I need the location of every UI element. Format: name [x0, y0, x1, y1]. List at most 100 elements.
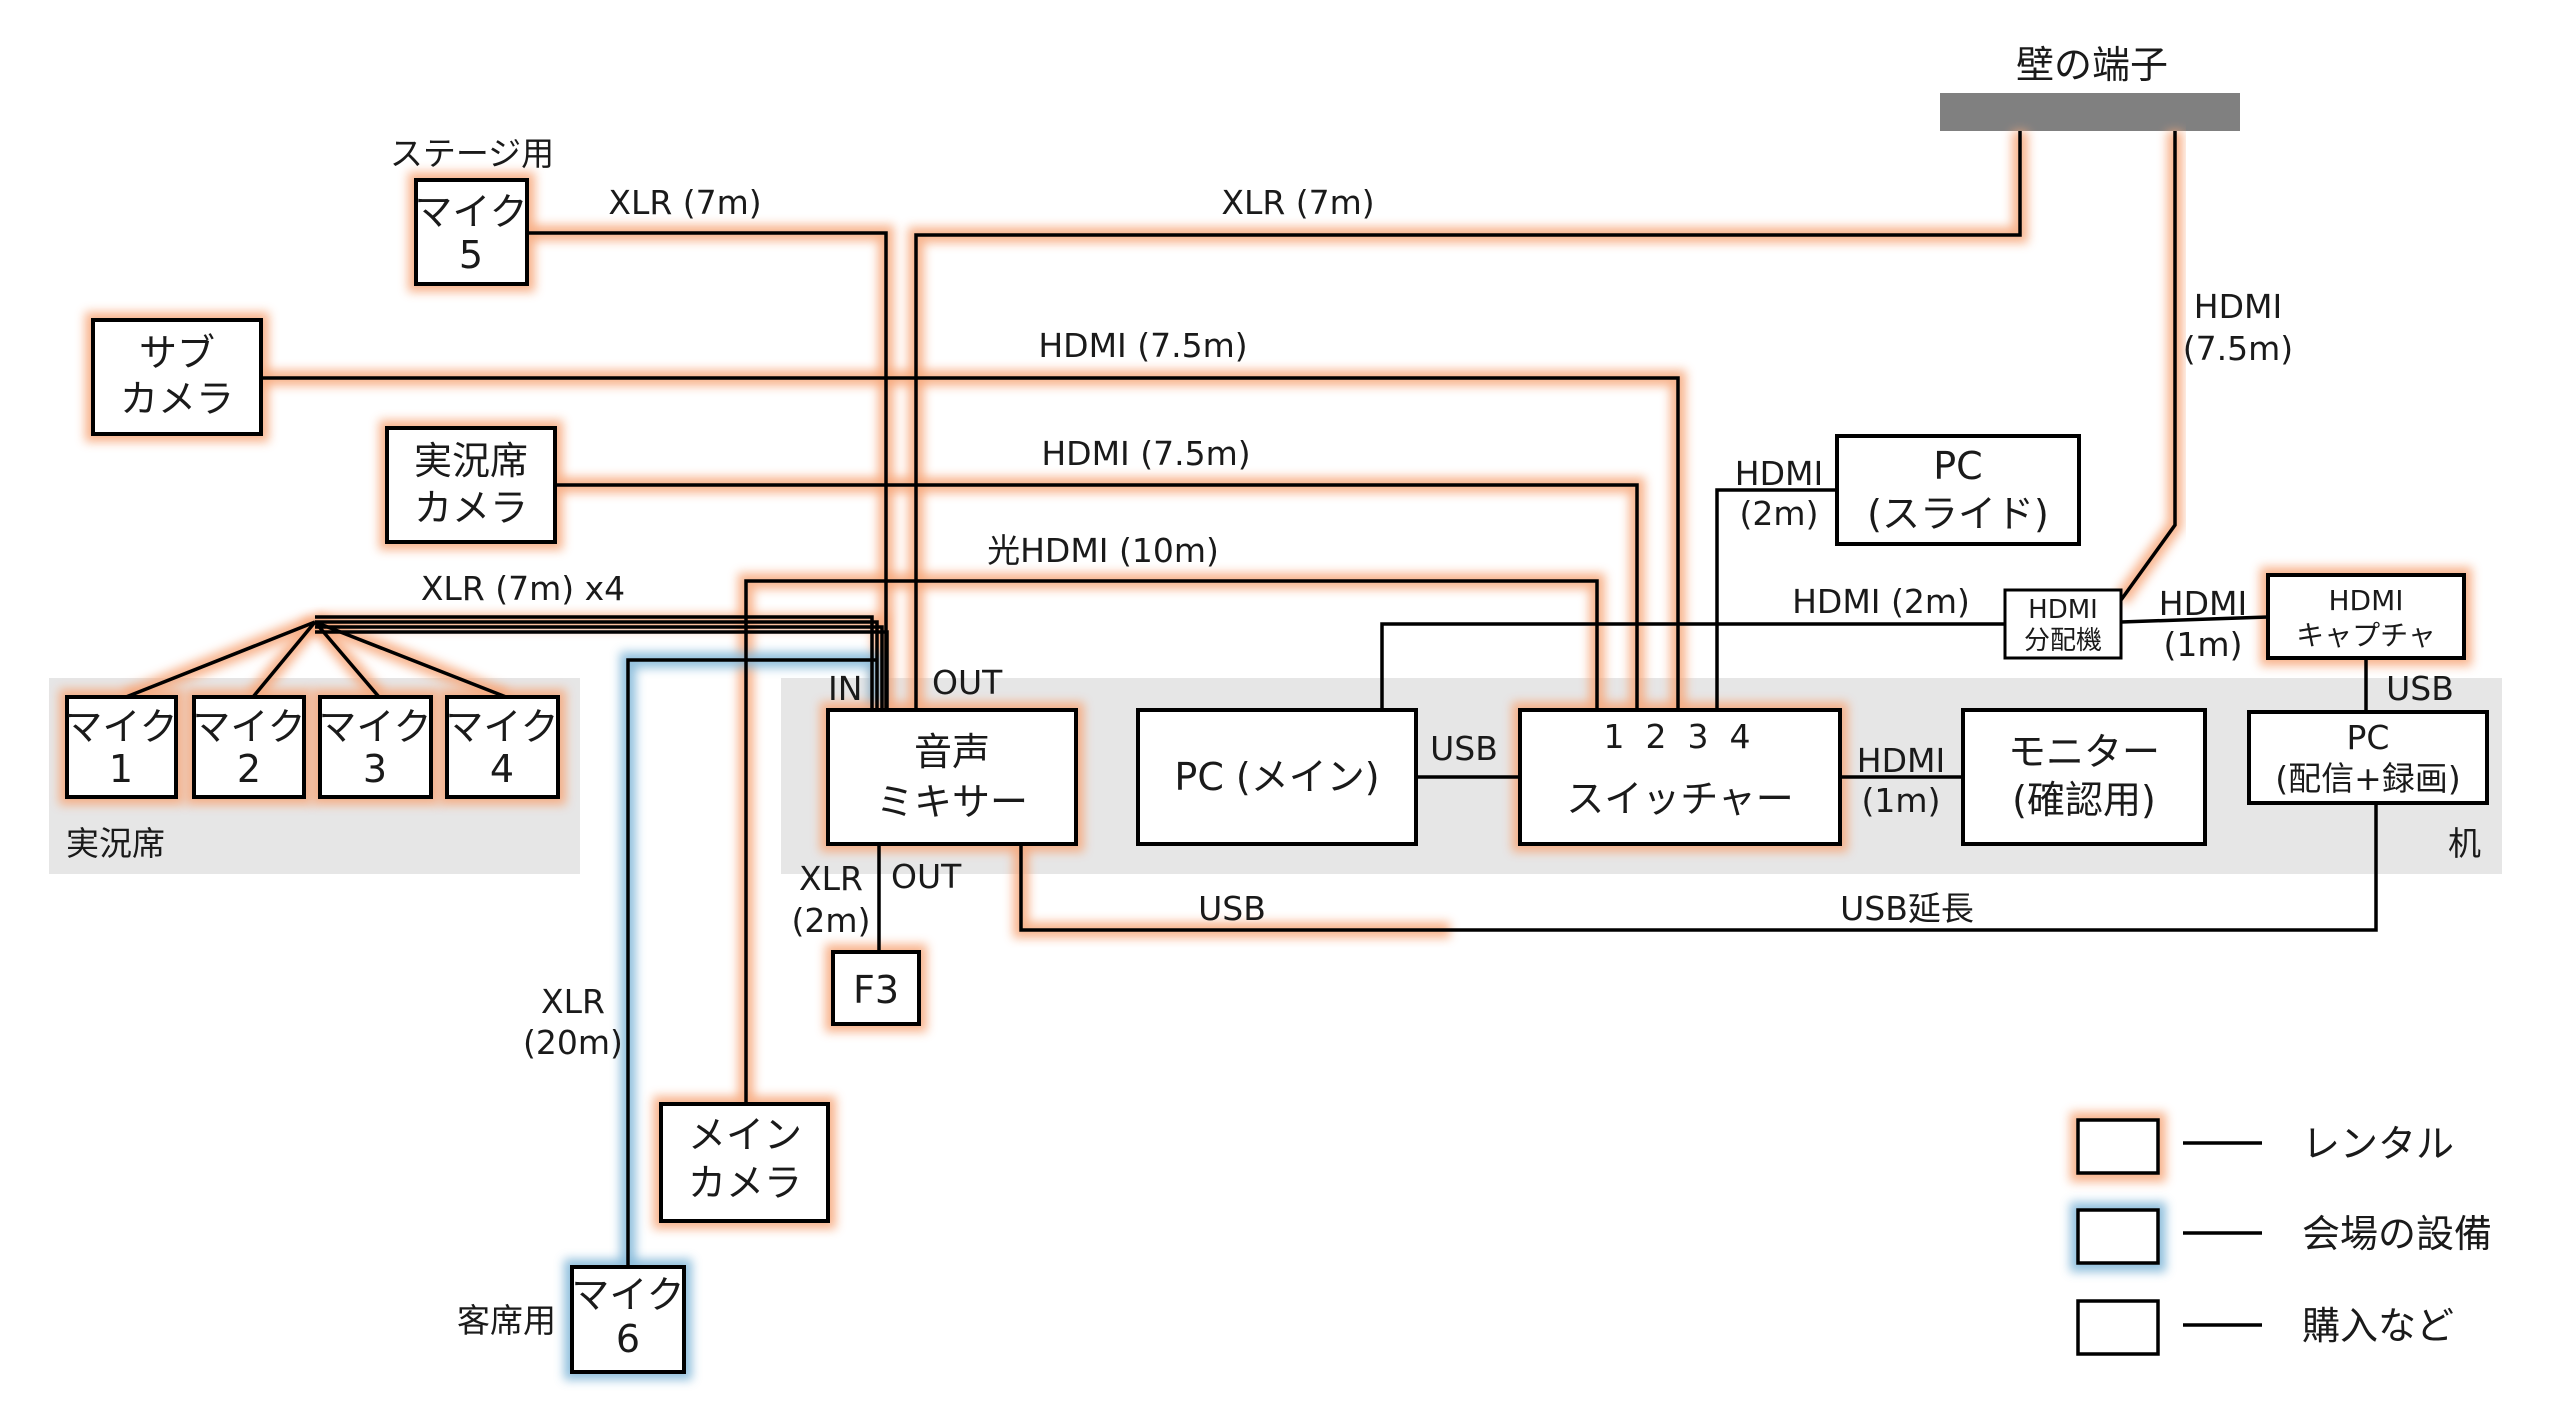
commentary-camera-hdmi-cable: [555, 483, 1639, 710]
mixer-label-1: 音声: [914, 730, 990, 774]
f3-label: F3: [853, 968, 899, 1012]
monitor-label-2: (確認用): [2012, 778, 2156, 822]
mic-bundle-line-2: [315, 620, 879, 710]
monitor-device[interactable]: モニター (確認用): [1961, 708, 2207, 846]
mic2-label-1: マイク: [192, 705, 305, 749]
pc-stream-label-2: (配信+録画): [2275, 759, 2460, 798]
switcher-box[interactable]: [1518, 708, 1842, 846]
mic4-box[interactable]: [445, 695, 560, 799]
mixer-device[interactable]: IN OUT 音声 ミキサー OUT: [826, 663, 1078, 896]
commentary-camera-box[interactable]: [385, 426, 557, 544]
usb-extension-label: USB延長: [1840, 889, 1974, 928]
splitter-hdmi-cable: [1380, 622, 2005, 710]
mic1-device[interactable]: マイク 1: [64, 695, 178, 799]
pc-main-box[interactable]: [1136, 708, 1418, 846]
mic2-box[interactable]: [192, 695, 306, 799]
splitter-hdmi-label: HDMI (2m): [1792, 582, 1970, 621]
hdmi-capture-box[interactable]: [2266, 573, 2466, 660]
cable-labels: XLR (7m) XLR (7m) HDMI (7.5m) HDMI (7.5m…: [421, 183, 2454, 1062]
sub-camera-device[interactable]: サブ カメラ: [91, 318, 263, 436]
mic3-label-2: 3: [363, 747, 387, 791]
hdmi-capture-device[interactable]: HDMI キャプチャ: [2266, 573, 2466, 660]
pc-stream-box[interactable]: [2247, 710, 2489, 805]
hdmi-capture-label-1: HDMI: [2328, 584, 2403, 617]
capture-hdmi-label-1: HDMI: [2159, 584, 2247, 623]
mic5-xlr-cable: [527, 231, 888, 710]
pc-main-label: PC (メイン): [1174, 755, 1379, 799]
mic3-device[interactable]: マイク 3: [318, 695, 433, 799]
commentary-camera-device[interactable]: 実況席 カメラ: [385, 426, 557, 544]
legend-rental-box: [2076, 1118, 2160, 1175]
monitor-hdmi-label-2: (1m): [1862, 781, 1941, 820]
optical-hdmi-label: 光HDMI (10m): [987, 531, 1219, 570]
pc-stream-device[interactable]: PC (配信+録画): [2247, 710, 2489, 805]
mixer-out2-label: OUT: [891, 857, 962, 896]
switcher-ports: 1 2 3 4: [1604, 717, 1751, 756]
sub-camera-label-1: サブ: [139, 331, 215, 375]
mic5-box[interactable]: [414, 178, 529, 286]
mic2-label-2: 2: [237, 747, 261, 791]
f3-xlr-label-1: XLR: [799, 859, 863, 898]
mic6-box[interactable]: [570, 1265, 686, 1374]
pc-slide-label-2: (スライド): [1867, 492, 2049, 536]
mixer-box[interactable]: [826, 708, 1078, 846]
legend-item-venue: 会場の設備: [2076, 1208, 2492, 1265]
mixer-usb-label: USB: [1198, 889, 1266, 928]
commentary-camera-cable-glow: [555, 477, 1645, 710]
hdmi-splitter-box[interactable]: [2003, 588, 2123, 660]
hdmi-splitter-label-1: HDMI: [2028, 595, 2098, 625]
mics-xlr-label: XLR (7m) x4: [421, 569, 625, 608]
hdmi-splitter-device[interactable]: HDMI 分配機: [2003, 588, 2123, 660]
mic3-label-1: マイク: [318, 705, 431, 749]
monitor-box[interactable]: [1961, 708, 2207, 846]
main-camera-label-1: メイン: [688, 1113, 802, 1157]
sub-camera-box[interactable]: [91, 318, 263, 436]
mic5-cable-glow: [527, 225, 894, 710]
pc-slide-hdmi-label-2: (2m): [1740, 494, 1819, 533]
mic-bundle-line-1: [315, 615, 874, 710]
wall-hdmi-cable: [2119, 131, 2177, 602]
wall-terminal-label: 壁の端子: [2016, 43, 2168, 87]
mic4-label-2: 4: [490, 747, 514, 791]
mic2-device[interactable]: マイク 2: [192, 695, 306, 799]
wall-xlr-label: XLR (7m): [1221, 183, 1374, 222]
mic6-xlr-cable: [626, 658, 877, 1267]
f3-device[interactable]: F3: [831, 950, 921, 1026]
pc-slide-box[interactable]: [1835, 434, 2081, 546]
mic4-fan-cable: [314, 620, 507, 699]
mic-bundle-line-4: [315, 630, 889, 710]
mic3-box[interactable]: [318, 695, 433, 799]
pc-slide-hdmi-label-1: HDMI: [1735, 454, 1823, 493]
legend-venue-label: 会場の設備: [2302, 1212, 2492, 1256]
mic1-label-1: マイク: [64, 705, 177, 749]
main-camera-box[interactable]: [659, 1102, 830, 1223]
switcher-label: スイッチャー: [1566, 777, 1794, 821]
mic6-xlr-label-1: XLR: [541, 982, 605, 1021]
f3-box[interactable]: [831, 950, 921, 1026]
legend-purchase-box: [2076, 1299, 2160, 1356]
commentary-camera-label-1: 実況席: [414, 439, 528, 483]
pc-main-device[interactable]: PC (メイン): [1136, 708, 1418, 846]
pc-slide-label-1: PC: [1933, 444, 1982, 488]
pc-slide-device[interactable]: PC (スライド): [1835, 434, 2081, 546]
desk-region-label: 机: [2448, 824, 2481, 863]
legend-venue-box: [2076, 1208, 2160, 1265]
main-camera-device[interactable]: メイン カメラ: [659, 1102, 830, 1223]
legend-item-rental: レンタル: [2076, 1118, 2454, 1175]
capture-hdmi-label-2: (1m): [2164, 625, 2243, 664]
monitor-hdmi-label-1: HDMI: [1857, 741, 1945, 780]
legend-rental-label: レンタル: [2302, 1122, 2454, 1166]
wire-layer: [125, 131, 2378, 1267]
main-camera-label-2: カメラ: [688, 1161, 802, 1205]
mic5-label-2: 5: [459, 233, 483, 277]
mic6-device[interactable]: 客席用 マイク 6: [457, 1265, 686, 1374]
switcher-device[interactable]: 1 2 3 4 スイッチャー: [1518, 708, 1842, 846]
mic6-xlr-label-2: (20m): [523, 1023, 623, 1062]
mic5-device[interactable]: ステージ用 マイク 5: [390, 134, 554, 286]
mixer-out-label: OUT: [932, 663, 1003, 702]
mic4-device[interactable]: マイク 4: [445, 695, 560, 799]
mic4-label-1: マイク: [445, 705, 558, 749]
wall-hdmi-label-2: (7.5m): [2183, 329, 2293, 368]
mic1-fan-cable: [125, 620, 316, 699]
mic1-box[interactable]: [65, 695, 178, 799]
